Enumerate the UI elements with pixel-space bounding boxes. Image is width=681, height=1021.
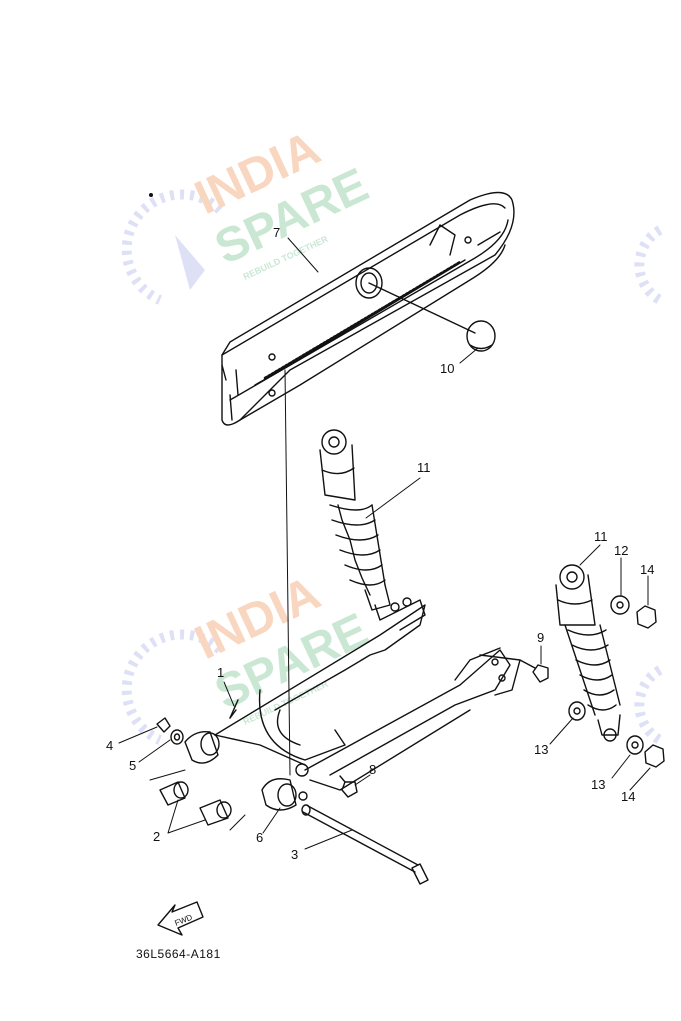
callout-8: 8 (369, 762, 377, 777)
bolt-9 (519, 659, 549, 683)
pivot-collar-1 (159, 781, 189, 806)
callout-1: 1 (217, 665, 225, 680)
watermark-upper: INDIA SPARE REBUILD TOGETHER (121, 122, 663, 305)
callout-14-bottom: 14 (621, 789, 636, 804)
callout-10: 10 (440, 361, 455, 376)
chain-case (221, 191, 515, 426)
callout-9: 9 (537, 630, 545, 645)
callout-12: 12 (614, 543, 629, 558)
bolt-8 (339, 775, 358, 798)
callout-4: 4 (106, 738, 114, 753)
washer-12 (610, 595, 630, 615)
swing-arm (214, 604, 521, 791)
swing-arm-pivot-left (184, 731, 220, 764)
callout-11-right: 11 (594, 529, 608, 544)
swing-arm-pivot-right (261, 763, 309, 811)
stray-dot (149, 193, 153, 197)
pivot-shaft (301, 804, 429, 885)
callout-13-left: 13 (534, 742, 549, 757)
callout-7: 7 (273, 225, 281, 240)
callout-6: 6 (256, 830, 264, 845)
callout-5: 5 (129, 758, 137, 773)
callout-14-top: 14 (640, 562, 655, 577)
leader-lines (118, 237, 651, 850)
diagram-code: 36L5664-A181 (136, 947, 221, 961)
rear-shock-right (555, 564, 621, 742)
pivot-collar-2 (199, 799, 232, 826)
pivot-washer (170, 729, 184, 745)
cap-nut-14-bottom (644, 744, 665, 768)
washer-13-left (568, 701, 586, 721)
watermark-lower: INDIA SPARE REBUILD TOGETHER (121, 567, 663, 745)
callout-13-right: 13 (591, 777, 606, 792)
grommet-cap (466, 320, 496, 352)
callout-11-left: 11 (417, 460, 431, 475)
cap-nut-14-top (636, 605, 657, 629)
callout-2: 2 (153, 829, 161, 844)
collar-guide-line (149, 769, 246, 831)
mount-guide-line (284, 369, 291, 776)
rear-shock-left (319, 429, 426, 631)
washer-13-right (626, 735, 644, 755)
chain-case-grommet (355, 267, 476, 334)
pivot-nut (156, 717, 171, 733)
fwd-arrow-icon (157, 901, 204, 936)
callout-3: 3 (291, 847, 299, 862)
